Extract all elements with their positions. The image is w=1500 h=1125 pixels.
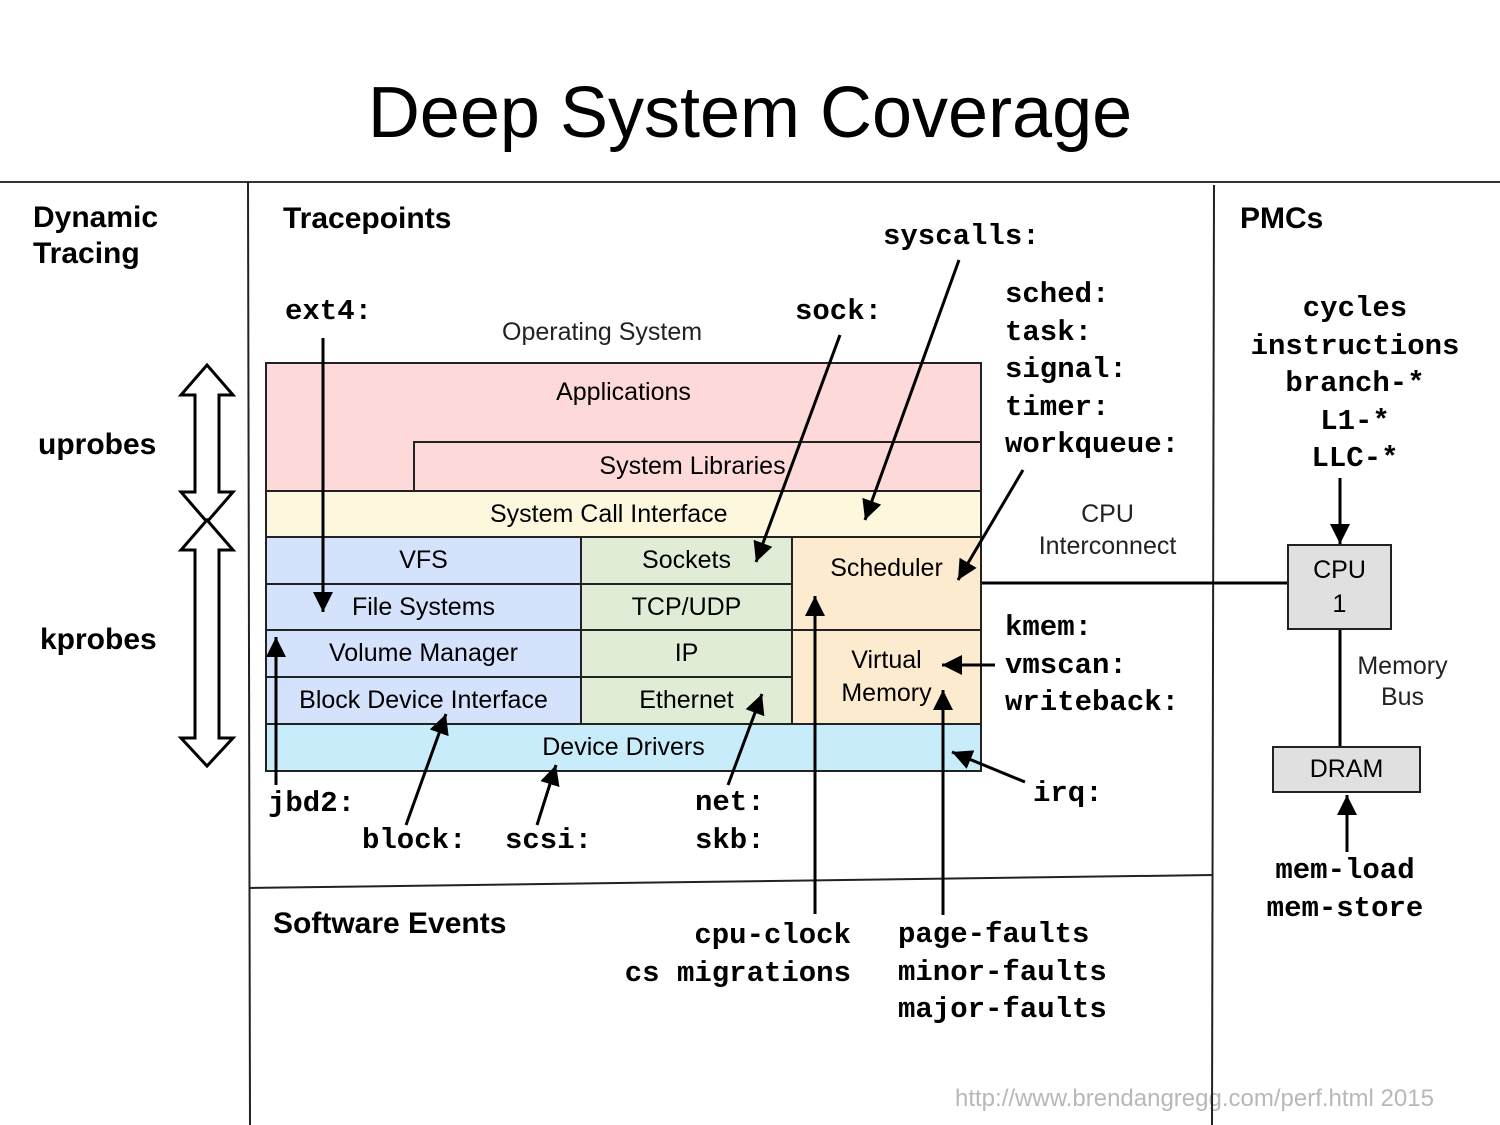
uprobes-label: uprobes <box>38 428 157 461</box>
sw-fault-group: page-faults minor-faults major-faults <box>898 918 1107 1026</box>
section-software-events: Software Events <box>273 907 507 940</box>
cpu-box: CPU 1 <box>1287 544 1392 630</box>
tp-jbd2: jbd2: <box>268 787 356 820</box>
left-panel-divider <box>247 181 251 1125</box>
system-libraries-label: System Libraries <box>599 452 786 480</box>
vfs-box: VFS <box>265 536 582 585</box>
section-pmcs: PMCs <box>1240 202 1324 235</box>
cpu-interconnect-label: CPU Interconnect <box>1038 500 1177 560</box>
tp-irq: irq: <box>1033 777 1103 810</box>
system-libraries-layer: System Libraries <box>413 441 982 492</box>
tp-block: block: <box>362 824 467 857</box>
footer-url: http://www.brendangregg.com/perf.html 20… <box>955 1085 1434 1112</box>
tp-scsi: scsi: <box>505 824 593 857</box>
device-drivers-label: Device Drivers <box>542 733 705 761</box>
operating-system-label: Operating System <box>502 318 703 346</box>
section-dynamic-tracing: Dynamic Tracing <box>33 201 159 270</box>
tcp-udp-label: TCP/UDP <box>631 592 742 621</box>
right-panel-divider <box>1211 184 1215 1125</box>
tp-sock: sock: <box>795 295 883 328</box>
kprobes-double-arrow-icon <box>177 517 237 769</box>
sw-cpu-group: cpu-clock cs migrations <box>624 919 851 990</box>
system-call-interface-label: System Call Interface <box>490 499 728 528</box>
ip-label: IP <box>674 639 699 667</box>
ethernet-label: Ethernet <box>639 686 734 714</box>
applications-label: Applications <box>556 378 691 406</box>
software-events-divider <box>248 874 1214 889</box>
vfs-label: VFS <box>399 546 448 574</box>
file-systems-box: File Systems <box>265 583 582 631</box>
system-call-interface-layer: System Call Interface <box>265 490 982 538</box>
virtual-memory-box: Virtual Memory <box>791 629 982 725</box>
ip-box: IP <box>580 629 793 678</box>
section-tracepoints: Tracepoints <box>283 202 452 235</box>
tp-net-group: net: skb: <box>695 786 765 857</box>
page-title: Deep System Coverage <box>367 73 1133 153</box>
dram-box: DRAM <box>1272 746 1421 793</box>
block-device-interface-label: Block Device Interface <box>299 686 548 714</box>
tp-syscalls: syscalls: <box>883 220 1040 253</box>
sockets-label: Sockets <box>642 546 731 574</box>
device-drivers-box: Device Drivers <box>265 723 982 772</box>
scheduler-box: Scheduler <box>791 536 982 631</box>
mem-events: mem-load mem-store <box>1266 854 1424 925</box>
file-systems-label: File Systems <box>351 592 496 621</box>
tp-mem-group: kmem: vmscan: writeback: <box>1005 611 1180 719</box>
sockets-box: Sockets <box>580 536 793 585</box>
uprobes-double-arrow-icon <box>177 362 237 525</box>
memory-bus-label: Memory Bus <box>1357 652 1448 711</box>
ethernet-box: Ethernet <box>580 676 793 725</box>
tp-sched-group: sched: task: signal: timer: workqueue: <box>1005 278 1180 461</box>
scsi-arrow <box>535 764 560 826</box>
kprobes-label: kprobes <box>40 623 157 656</box>
volume-manager-box: Volume Manager <box>265 629 582 678</box>
pmc-events: cycles instructions branch-* L1-* LLC-* <box>1250 292 1460 475</box>
tcp-udp-box: TCP/UDP <box>580 583 793 631</box>
dram-label: DRAM <box>1309 755 1384 783</box>
volume-manager-label: Volume Manager <box>328 639 518 667</box>
scheduler-label: Scheduler <box>830 554 943 582</box>
cpu-label: CPU 1 <box>1313 556 1366 618</box>
tp-ext4: ext4: <box>285 295 373 328</box>
block-device-interface-box: Block Device Interface <box>265 676 582 725</box>
virtual-memory-label: Virtual Memory <box>841 646 932 707</box>
